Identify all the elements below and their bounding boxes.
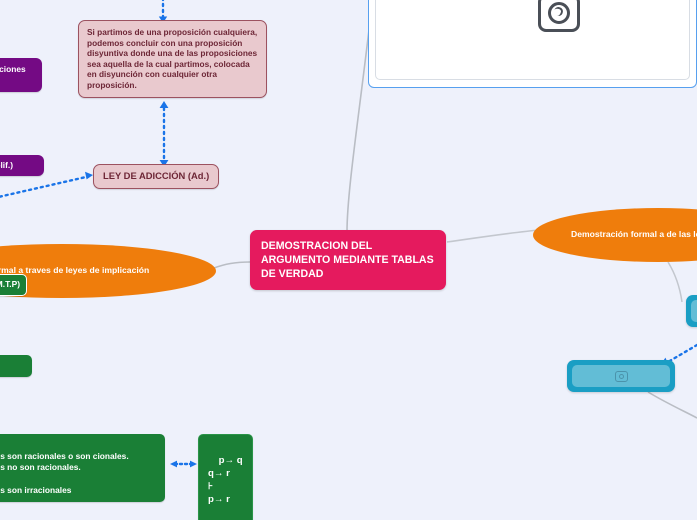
ley-adiccion-node[interactable]: LEY DE ADICCIÓN (Ad.): [93, 164, 220, 189]
green-argument-node[interactable]: animales son racionales o son cionales. …: [0, 434, 165, 502]
green-formula-node[interactable]: p→ q q→ r ⊦ p→ r: [198, 434, 253, 520]
camera-icon: [538, 0, 580, 32]
cyan-right-edge-inner: [691, 300, 697, 322]
camera-lens-icon: [548, 2, 570, 24]
purple-simplif-text: Simplif.): [0, 160, 14, 170]
orange-left-text: Demostración formal a traves de leyes de…: [0, 265, 150, 276]
cyan-right-edge-node[interactable]: [686, 295, 697, 327]
center-node-title: DEMOSTRACION DEL ARGUMENTO MEDIANTE TABL…: [261, 240, 434, 280]
purple-permite-text: rmite iciones ite: [0, 64, 26, 74]
cyan-image-node[interactable]: [567, 360, 675, 392]
image-node-sheet: [375, 0, 690, 80]
green-argument-text: animales son racionales o son cionales. …: [0, 450, 129, 496]
purple-simplif-node[interactable]: Simplif.): [0, 155, 44, 177]
rose-statement-node[interactable]: Si partimos de una proposición cualquier…: [78, 20, 267, 98]
green-quote-node[interactable]: mos": [0, 355, 32, 377]
ley-adiccion-label: LEY DE ADICCIÓN (Ad.): [103, 170, 210, 181]
orange-right-node[interactable]: Demostración formal a de las leyes de eq…: [533, 208, 697, 262]
orange-right-text: Demostración formal a de las leyes de eq…: [571, 229, 697, 240]
cyan-image-inner: [572, 365, 670, 387]
rose-statement-text: Si partimos de una proposición cualquier…: [87, 27, 258, 90]
green-formula-text: p→ q q→ r ⊦ p→ r: [208, 455, 243, 505]
image-node-frame[interactable]: [368, 0, 697, 88]
orange-left-node[interactable]: Demostración formal a traves de leyes de…: [0, 244, 216, 298]
mtp-badge-node[interactable]: (M.T.P): [0, 274, 27, 296]
center-node[interactable]: DEMOSTRACION DEL ARGUMENTO MEDIANTE TABL…: [250, 230, 446, 290]
purple-permite-node[interactable]: rmite iciones ite: [0, 58, 42, 93]
mtp-badge-label: (M.T.P): [0, 279, 20, 289]
camera-icon: [614, 370, 628, 382]
